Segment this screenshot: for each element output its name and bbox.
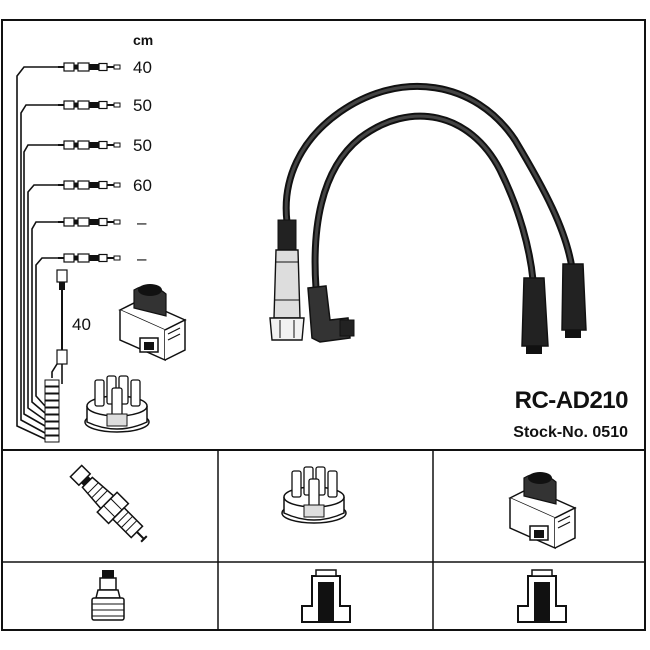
wire-length-4: 60 bbox=[133, 176, 152, 195]
spark-plug-icon bbox=[69, 464, 148, 543]
part-number: RC-AD210 bbox=[515, 387, 629, 414]
plug-connector-icon bbox=[91, 570, 125, 621]
coil-lead-length: 40 bbox=[72, 315, 91, 334]
stock-number: Stock-No. 0510 bbox=[513, 424, 628, 441]
coil-lead bbox=[51, 269, 68, 384]
wire-length-5: – bbox=[137, 213, 147, 232]
terminal-stack bbox=[44, 379, 60, 443]
wire-connector-2 bbox=[57, 100, 121, 110]
ignition-coil-icon bbox=[119, 283, 186, 361]
wire-length-3: 50 bbox=[133, 136, 152, 155]
table-ignition-coil-icon bbox=[509, 471, 576, 549]
distributor-cap-icon bbox=[84, 375, 150, 433]
wire-connector-3 bbox=[57, 140, 121, 150]
length-unit-label: cm bbox=[133, 32, 153, 48]
wire-connector-6 bbox=[57, 253, 121, 263]
table-distributor-cap-icon bbox=[281, 466, 347, 524]
wire-length-1: 40 bbox=[133, 58, 152, 77]
outer-frame bbox=[1, 19, 646, 631]
wire-harness bbox=[16, 66, 58, 440]
wire-connector-1 bbox=[57, 62, 121, 72]
wire-connector-5 bbox=[57, 217, 121, 227]
wire-length-2: 50 bbox=[133, 96, 152, 115]
ignition-lead-set-icon bbox=[269, 82, 587, 354]
wire-connector-4 bbox=[57, 180, 121, 190]
coil-terminal-icon bbox=[517, 569, 567, 623]
cap-terminal-icon bbox=[301, 569, 351, 623]
wire-length-6: – bbox=[137, 249, 147, 268]
